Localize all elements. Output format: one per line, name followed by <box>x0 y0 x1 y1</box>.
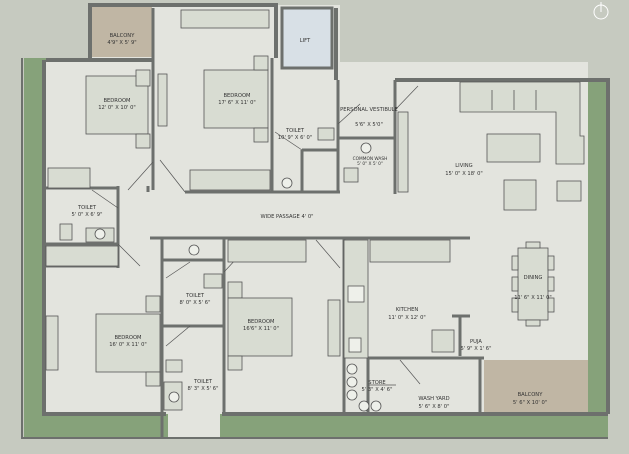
north-arrow-icon <box>593 2 609 20</box>
garden-right <box>588 80 608 438</box>
dining-table <box>517 247 549 321</box>
armchair <box>503 179 537 211</box>
sofa-l <box>459 81 585 165</box>
bed-2 <box>203 69 269 129</box>
bed-4 <box>95 313 161 373</box>
outer-walls <box>42 3 610 416</box>
door-swings <box>91 85 421 386</box>
lift-shaft <box>280 6 334 70</box>
frame-border <box>21 58 608 439</box>
floor-entry <box>168 414 220 438</box>
coffee-table <box>486 133 541 163</box>
garden-bottom <box>24 412 608 438</box>
balcony-top-floor <box>92 7 152 57</box>
label-wide-passage: WIDE PASSAGE 4' 0" <box>260 214 313 220</box>
balcony-bottom-floor <box>484 360 588 416</box>
label-lift: LIFT <box>300 38 311 44</box>
furniture <box>45 9 585 411</box>
garden-left <box>24 58 46 438</box>
bed-1 <box>85 75 149 135</box>
bed-3 <box>227 297 293 357</box>
fixtures <box>94 142 382 412</box>
